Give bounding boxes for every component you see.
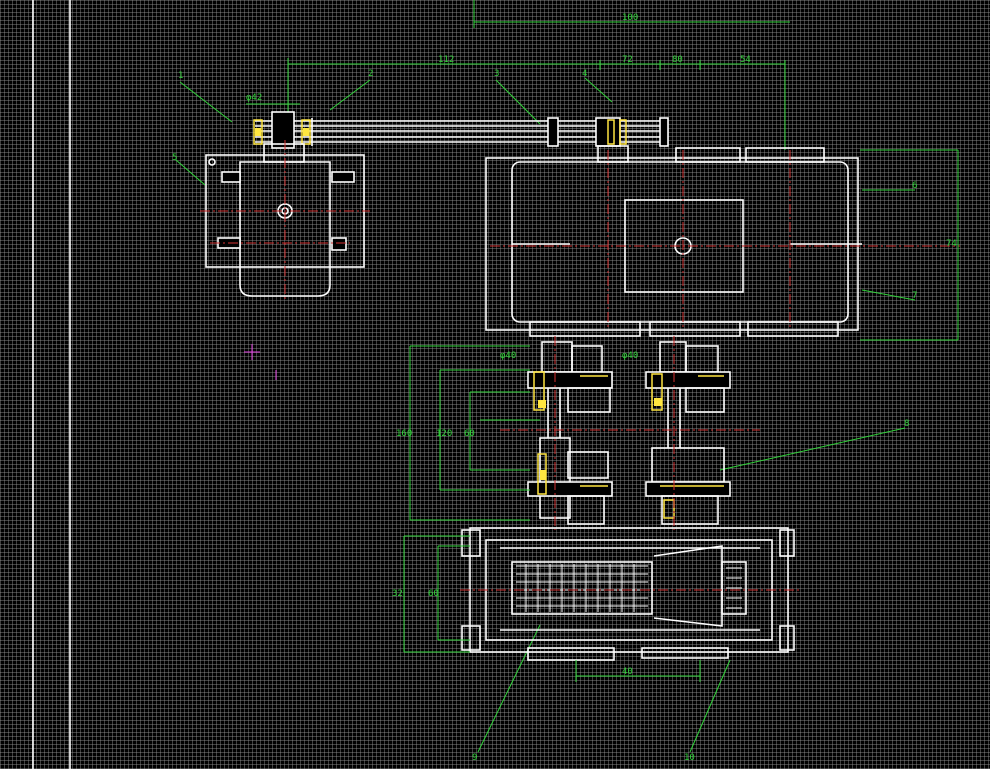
dim-vert-c: 60 xyxy=(464,429,475,439)
shaft-hatch-left xyxy=(253,119,627,145)
dim-vert-a: 160 xyxy=(396,429,412,439)
coupling-right-hatch xyxy=(651,373,724,519)
dim-mid-a: φ40 xyxy=(500,351,516,361)
part-number-5: 5 xyxy=(172,153,177,163)
dim-top: 100 xyxy=(622,13,638,23)
frame-border xyxy=(32,0,71,769)
dim-row-b: 72 xyxy=(622,55,633,65)
dim-base-b: 60 xyxy=(428,589,439,599)
coupling-left-hatch xyxy=(533,371,608,495)
dim-mid-b: φ40 xyxy=(622,351,638,361)
part-number-7: 7 xyxy=(912,291,917,301)
dim-row-d: 54 xyxy=(740,55,751,65)
left-motor xyxy=(200,140,370,300)
base-dimensions: 32 60 40 xyxy=(392,535,800,682)
coupling-left xyxy=(527,341,613,525)
dim-base-a: 32 xyxy=(392,589,403,599)
coupling-right xyxy=(645,341,731,525)
dim-right: 74 xyxy=(946,239,957,249)
right-housing: 74 xyxy=(485,145,960,341)
dim-bottom: 40 xyxy=(622,667,633,677)
dim-row-a: 112 xyxy=(438,55,454,65)
part-number-10: 10 xyxy=(684,753,695,763)
part-number-8: 8 xyxy=(904,419,909,429)
part-number-4: 4 xyxy=(582,69,587,79)
leader-lines: 1 2 3 4 5 6 7 8 9 10 xyxy=(172,69,917,763)
middle-dimensions: φ40 φ40 160 120 60 xyxy=(396,336,760,530)
part-number-3: 3 xyxy=(494,69,499,79)
top-shaft: φ42 xyxy=(246,93,669,149)
part-number-1: 1 xyxy=(178,71,183,81)
dim-pipe: φ42 xyxy=(246,93,262,103)
origin-marker xyxy=(244,344,277,380)
dim-vert-b: 120 xyxy=(436,429,452,439)
dim-row-c: 80 xyxy=(672,55,683,65)
part-number-6: 6 xyxy=(912,181,917,191)
part-number-9: 9 xyxy=(472,753,477,763)
base-frame xyxy=(461,527,795,661)
top-dimensions: 100 112 72 80 54 xyxy=(287,0,790,150)
base-grille xyxy=(516,564,742,612)
part-number-2: 2 xyxy=(368,69,373,79)
